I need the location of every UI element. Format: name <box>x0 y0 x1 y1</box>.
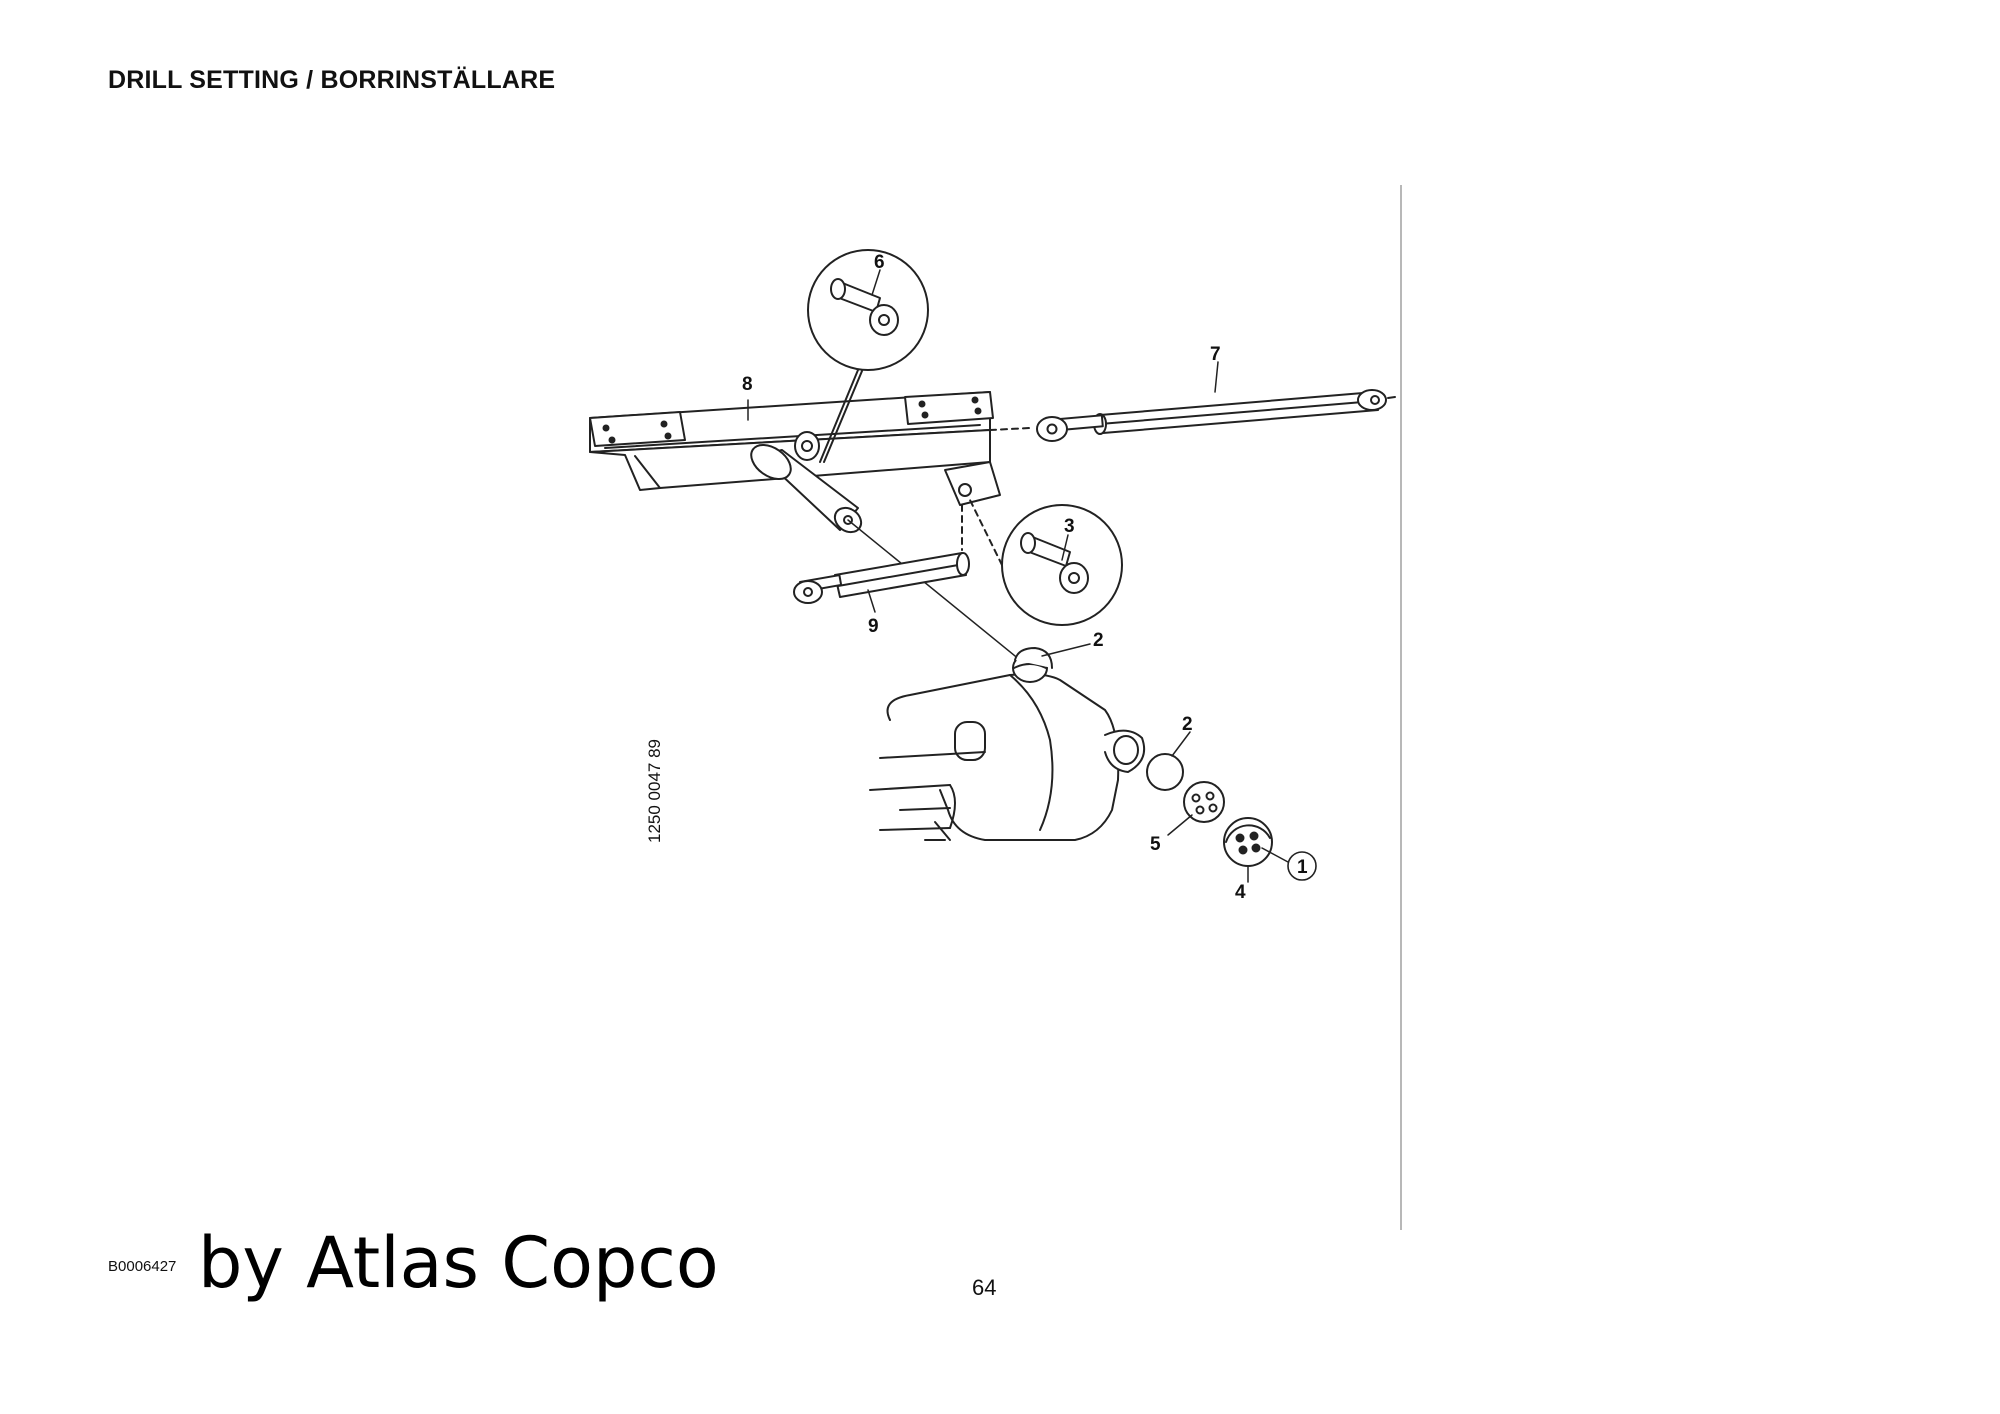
o-ring-upper <box>1014 647 1053 669</box>
cylinder-9 <box>793 552 970 604</box>
callout-2-upper: 2 <box>1093 630 1104 651</box>
bracket-lugs <box>794 431 1001 551</box>
column-divider <box>1400 185 1402 1230</box>
detail-circle-3 <box>969 499 1123 626</box>
callout-3: 3 <box>1064 516 1075 537</box>
pivot-cylinder <box>750 443 1021 661</box>
distributor-plate <box>1183 781 1225 823</box>
callout-1: 1 <box>1297 857 1308 878</box>
document-id: B0006427 <box>108 1258 177 1275</box>
callout-5: 5 <box>1150 834 1161 855</box>
callout-6: 6 <box>874 252 885 273</box>
callout-2-lower: 2 <box>1182 714 1193 735</box>
brand-text: by Atlas Copco <box>198 1222 719 1304</box>
cover-plate <box>1223 817 1273 867</box>
detail-circle-6 <box>807 249 929 463</box>
page-title: DRILL SETTING / BORRINSTÄLLARE <box>108 66 556 94</box>
callout-8: 8 <box>742 374 753 395</box>
callout-7: 7 <box>1210 344 1221 365</box>
callout-1-circle <box>1287 851 1317 881</box>
cylinder-7 <box>1036 389 1396 442</box>
drawing-number: 1250 0047 89 <box>645 739 664 843</box>
rotation-housing <box>869 653 1146 841</box>
o-ring-lower <box>1146 753 1184 791</box>
callout-leaders <box>747 269 1289 883</box>
page-number: 64 <box>972 1275 997 1300</box>
callout-4: 4 <box>1235 882 1246 903</box>
callout-9: 9 <box>868 616 879 637</box>
